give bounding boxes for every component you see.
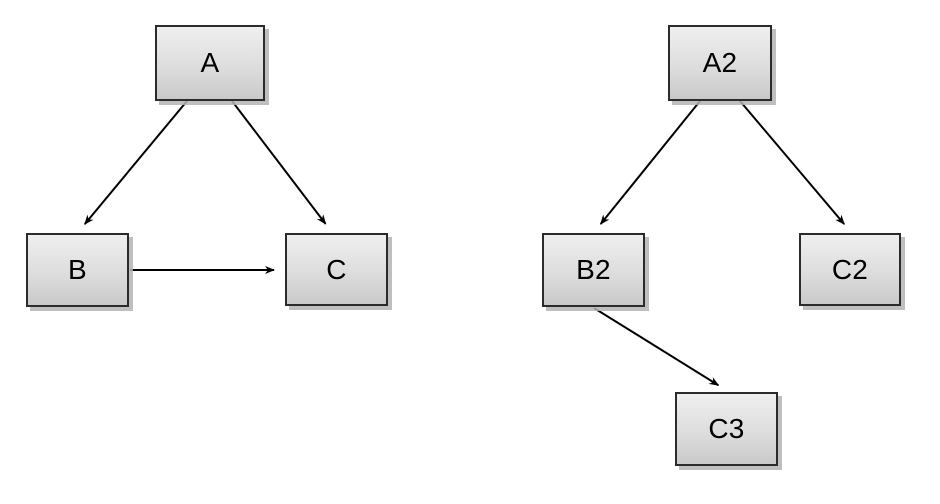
node-label-a2: A2 [702, 47, 738, 78]
node-label-b: B [68, 254, 87, 285]
node-a[interactable]: A [155, 25, 265, 101]
edge-a2-to-b2 [599, 100, 701, 225]
node-label-c: C [326, 253, 347, 285]
node-label-c2: C2 [831, 253, 869, 285]
node-label-c3: C3 [708, 413, 745, 444]
node-label-b2: B2 [576, 254, 611, 285]
edge-a2-to-c2 [739, 100, 845, 225]
edge-b2-to-c3 [593, 307, 720, 387]
node-b2[interactable]: B2 [542, 233, 645, 307]
node-c2[interactable]: C2 [799, 233, 901, 306]
node-c3[interactable]: C3 [675, 392, 778, 466]
edge-a-to-b [83, 100, 188, 225]
node-label-a: A [200, 47, 220, 78]
node-a2[interactable]: A2 [668, 25, 772, 101]
node-b[interactable]: B [26, 233, 129, 307]
edge-a-to-c [231, 100, 327, 225]
node-c[interactable]: C [285, 233, 388, 306]
edge-group [83, 100, 845, 387]
